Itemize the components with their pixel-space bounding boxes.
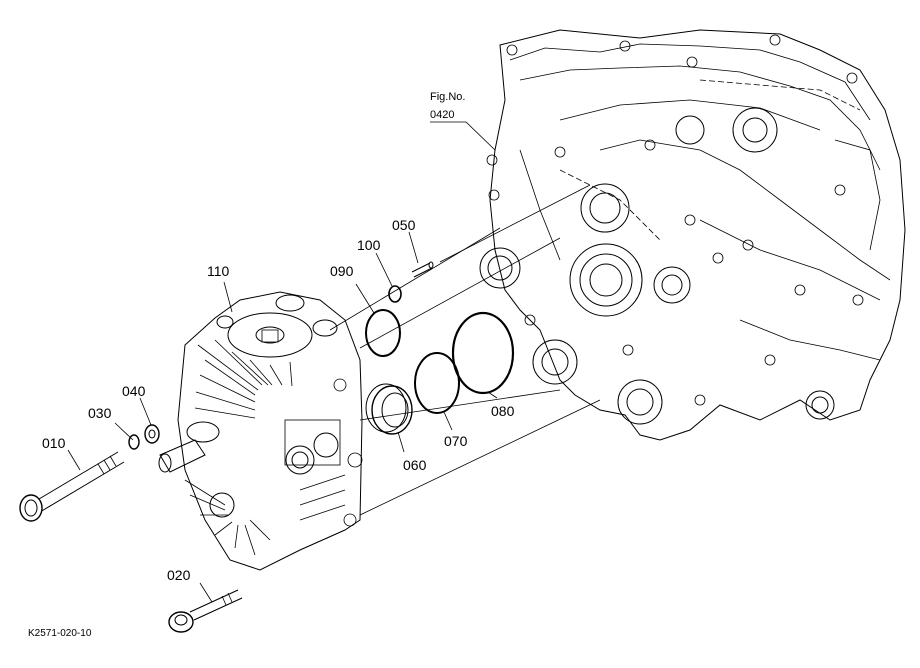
hst-unit-110 <box>158 291 363 571</box>
label-110: 110 <box>207 263 230 279</box>
label-090: 090 <box>330 263 354 279</box>
label-100: 100 <box>357 237 381 253</box>
drawing-code: K2571-020-10 <box>28 628 92 639</box>
bolt-020 <box>168 589 243 633</box>
transmission-case <box>479 29 906 441</box>
bolt-010 <box>19 451 125 522</box>
leader-lines <box>67 121 498 603</box>
pin-050 <box>411 261 434 278</box>
label-060: 060 <box>403 457 427 473</box>
o-ring-100 <box>388 285 402 303</box>
assembly-lines <box>329 184 601 516</box>
label-040: 040 <box>122 383 146 399</box>
o-ring-080 <box>451 311 515 395</box>
seal-060 <box>365 383 413 435</box>
figure-ref-number: 0420 <box>430 109 454 121</box>
label-030: 030 <box>88 405 112 421</box>
label-070: 070 <box>444 433 468 449</box>
figure-ref-title: Fig.No. <box>430 91 465 103</box>
washer-040 <box>144 424 160 444</box>
o-ring-070 <box>414 352 460 414</box>
o-ring-090 <box>365 309 401 357</box>
label-080: 080 <box>491 403 515 419</box>
label-020: 020 <box>167 567 191 583</box>
label-050: 050 <box>392 217 416 233</box>
label-010: 010 <box>42 435 66 451</box>
